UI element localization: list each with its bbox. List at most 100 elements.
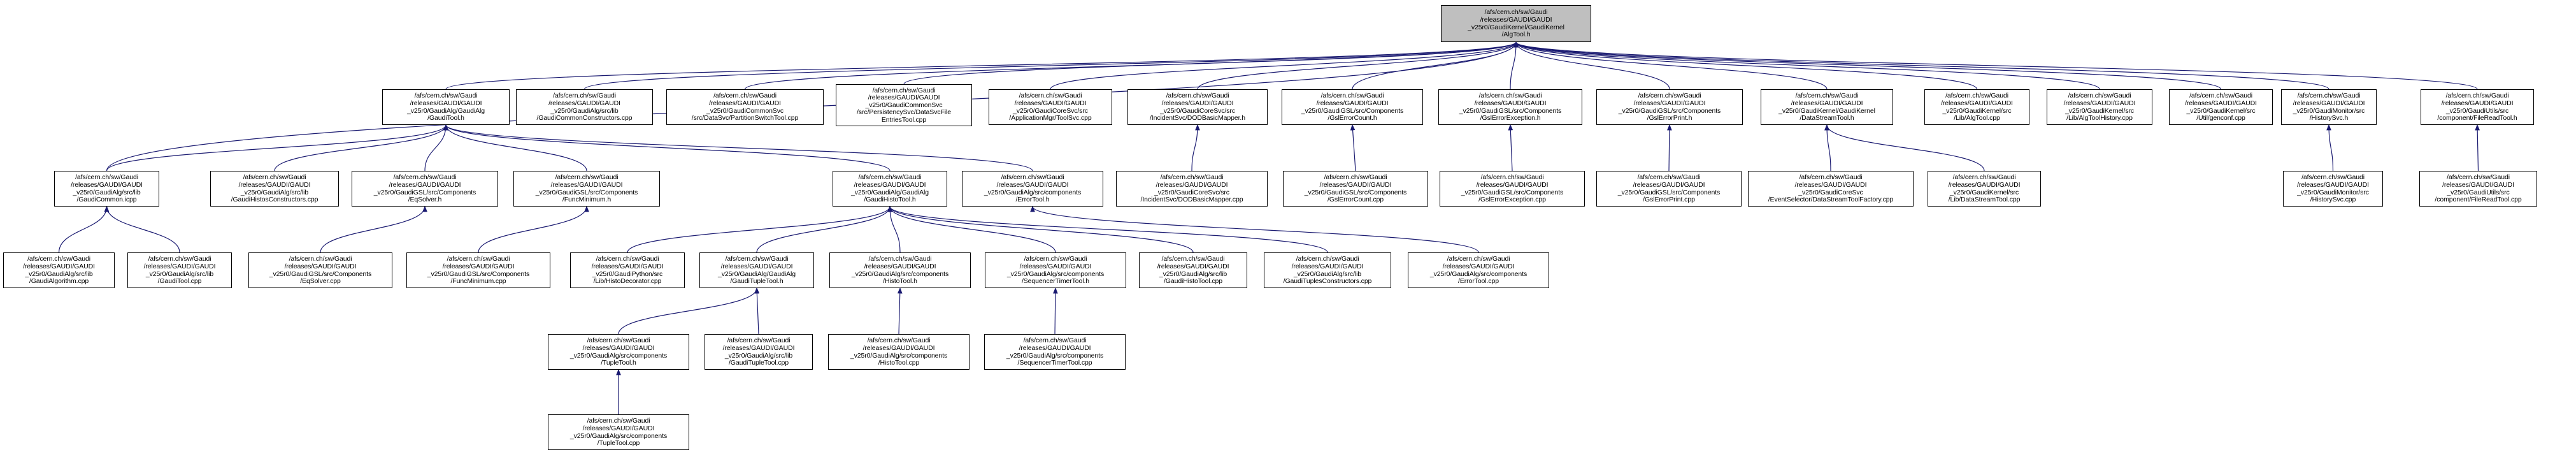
graph-node[interactable]: /afs/cern.ch/sw/Gaudi /releases/GAUDI/GA… (3, 252, 115, 288)
graph-edge (478, 205, 589, 253)
graph-node[interactable]: /afs/cern.ch/sw/Gaudi /releases/GAUDI/GA… (1596, 89, 1743, 125)
graph-node[interactable]: /afs/cern.ch/sw/Gaudi /releases/GAUDI/GA… (1127, 89, 1268, 125)
graph-node-label: /afs/cern.ch/sw/Gaudi /releases/GAUDI/GA… (1468, 8, 1564, 39)
graph-node-label: /afs/cern.ch/sw/Gaudi /releases/GAUDI/GA… (1461, 173, 1564, 204)
graph-node[interactable]: /afs/cern.ch/sw/Gaudi /releases/GAUDI/GA… (516, 89, 653, 125)
graph-node[interactable]: /afs/cern.ch/sw/Gaudi /releases/GAUDI/GA… (513, 171, 660, 207)
graph-node-label: /afs/cern.ch/sw/Gaudi /releases/GAUDI/GA… (23, 255, 95, 286)
graph-node-label: /afs/cern.ch/sw/Gaudi /releases/GAUDI/GA… (2185, 92, 2257, 122)
graph-node[interactable]: /afs/cern.ch/sw/Gaudi /releases/GAUDI/GA… (1283, 171, 1428, 207)
graph-node[interactable]: /afs/cern.ch/sw/Gaudi /releases/GAUDI/GA… (2169, 89, 2273, 125)
graph-edge (58, 205, 110, 253)
graph-node[interactable]: /afs/cern.ch/sw/Gaudi /releases/GAUDI/GA… (836, 84, 972, 126)
graph-node[interactable]: /afs/cern.ch/sw/Gaudi /releases/GAUDI/GA… (127, 252, 232, 288)
graph-node-label: /afs/cern.ch/sw/Gaudi /releases/GAUDI/GA… (1941, 92, 2013, 122)
graph-node-label: /afs/cern.ch/sw/Gaudi /releases/GAUDI/GA… (722, 337, 795, 367)
graph-node[interactable]: /afs/cern.ch/sw/Gaudi /releases/GAUDI/GA… (699, 252, 814, 288)
graph-node[interactable]: /afs/cern.ch/sw/Gaudi /releases/GAUDI/GA… (962, 171, 1103, 207)
graph-edge (104, 205, 180, 253)
graph-node[interactable]: /afs/cern.ch/sw/Gaudi /releases/GAUDI/GA… (1438, 89, 1582, 125)
graph-node[interactable]: /afs/cern.ch/sw/Gaudi /releases/GAUDI/GA… (1139, 252, 1247, 288)
graph-node[interactable]: /afs/cern.ch/sw/Gaudi /releases/GAUDI/GA… (2283, 171, 2383, 207)
graph-node[interactable]: /afs/cern.ch/sw/Gaudi /releases/GAUDI/GA… (54, 171, 159, 207)
graph-node-label: /afs/cern.ch/sw/Gaudi /releases/GAUDI/GA… (143, 255, 216, 286)
graph-node[interactable]: /afs/cern.ch/sw/Gaudi /releases/GAUDI/GA… (548, 334, 689, 370)
graph-edge (1513, 41, 1670, 90)
graph-edge (445, 41, 1519, 90)
graph-edge (1197, 41, 1519, 90)
graph-node[interactable]: /afs/cern.ch/sw/Gaudi /releases/GAUDI/GA… (2281, 89, 2377, 125)
graph-node-label: /afs/cern.ch/sw/Gaudi /releases/GAUDI/GA… (269, 255, 372, 286)
graph-edge (1667, 124, 1672, 171)
graph-node[interactable]: /afs/cern.ch/sw/Gaudi /releases/GAUDI/GA… (352, 171, 498, 207)
graph-edge (1191, 124, 1200, 171)
graph-node[interactable]: /afs/cern.ch/sw/Gaudi /releases/GAUDI/GA… (2047, 89, 2152, 125)
graph-node[interactable]: /afs/cern.ch/sw/Gaudi /releases/GAUDI/GA… (248, 252, 392, 288)
graph-node[interactable]: /afs/cern.ch/sw/Gaudi /releases/GAUDI/GA… (666, 89, 824, 125)
graph-node-label: /afs/cern.ch/sw/Gaudi /releases/GAUDI/GA… (1768, 173, 1894, 204)
graph-node-label: /afs/cern.ch/sw/Gaudi /releases/GAUDI/GA… (569, 337, 668, 367)
graph-node-root[interactable]: /afs/cern.ch/sw/Gaudi /releases/GAUDI/GA… (1441, 5, 1591, 42)
graph-node[interactable]: /afs/cern.ch/sw/Gaudi /releases/GAUDI/GA… (1264, 252, 1391, 288)
graph-node[interactable]: /afs/cern.ch/sw/Gaudi /releases/GAUDI/GA… (985, 252, 1126, 288)
graph-edge (1824, 124, 1985, 171)
graph-node[interactable]: /afs/cern.ch/sw/Gaudi /releases/GAUDI/GA… (1116, 171, 1268, 207)
graph-node[interactable]: /afs/cern.ch/sw/Gaudi /releases/GAUDI/GA… (1748, 171, 1914, 207)
graph-node-label: /afs/cern.ch/sw/Gaudi /releases/GAUDI/GA… (1618, 92, 1721, 122)
graph-node[interactable]: /afs/cern.ch/sw/Gaudi /releases/GAUDI/GA… (406, 252, 550, 288)
graph-edge (2475, 124, 2480, 171)
graph-edge (1510, 41, 1519, 90)
graph-node[interactable]: /afs/cern.ch/sw/Gaudi /releases/GAUDI/GA… (548, 414, 689, 450)
graph-edge (1513, 41, 2329, 90)
graph-node-label: /afs/cern.ch/sw/Gaudi /releases/GAUDI/GA… (1157, 255, 1229, 286)
graph-edge (1030, 205, 1479, 253)
graph-node[interactable]: /afs/cern.ch/sw/Gaudi /releases/GAUDI/GA… (2419, 171, 2537, 207)
graph-node[interactable]: /afs/cern.ch/sw/Gaudi /releases/GAUDI/GA… (2421, 89, 2534, 125)
graph-edge (1513, 41, 2222, 90)
graph-edge (106, 124, 448, 171)
graph-node-label: /afs/cern.ch/sw/Gaudi /releases/GAUDI/GA… (407, 92, 485, 122)
graph-node-label: /afs/cern.ch/sw/Gaudi /releases/GAUDI/GA… (535, 173, 638, 204)
graph-node-label: /afs/cern.ch/sw/Gaudi /releases/GAUDI/GA… (2435, 173, 2522, 204)
graph-node[interactable]: /afs/cern.ch/sw/Gaudi /releases/GAUDI/GA… (210, 171, 339, 207)
graph-edge (887, 205, 1328, 253)
graph-node[interactable]: /afs/cern.ch/sw/Gaudi /releases/GAUDI/GA… (1928, 171, 2041, 207)
graph-node[interactable]: /afs/cern.ch/sw/Gaudi /releases/GAUDI/GA… (829, 252, 971, 288)
graph-node[interactable]: /afs/cern.ch/sw/Gaudi /releases/GAUDI/GA… (989, 89, 1112, 125)
graph-edge (887, 205, 1056, 253)
graph-node-label: /afs/cern.ch/sw/Gaudi /releases/GAUDI/GA… (569, 417, 668, 448)
graph-node-label: /afs/cern.ch/sw/Gaudi /releases/GAUDI/GA… (2293, 92, 2365, 122)
graph-node-label: /afs/cern.ch/sw/Gaudi /releases/GAUDI/GA… (984, 173, 1082, 204)
graph-edge (744, 41, 1519, 90)
graph-edge (424, 124, 448, 171)
graph-node[interactable]: /afs/cern.ch/sw/Gaudi /releases/GAUDI/GA… (382, 89, 510, 125)
graph-node-label: /afs/cern.ch/sw/Gaudi /releases/GAUDI/GA… (1009, 92, 1092, 122)
graph-node-label: /afs/cern.ch/sw/Gaudi /releases/GAUDI/GA… (851, 255, 949, 286)
graph-edge (1513, 41, 2478, 90)
graph-node[interactable]: /afs/cern.ch/sw/Gaudi /releases/GAUDI/GA… (1761, 89, 1893, 125)
graph-node[interactable]: /afs/cern.ch/sw/Gaudi /releases/GAUDI/GA… (1282, 89, 1423, 125)
graph-node[interactable]: /afs/cern.ch/sw/Gaudi /releases/GAUDI/GA… (1596, 171, 1742, 207)
graph-node[interactable]: /afs/cern.ch/sw/Gaudi /releases/GAUDI/GA… (1440, 171, 1585, 207)
graph-edge (1513, 41, 1978, 90)
graph-node-label: /afs/cern.ch/sw/Gaudi /releases/GAUDI/GA… (1948, 173, 2021, 204)
graph-edge (583, 41, 1519, 90)
graph-node-label: /afs/cern.ch/sw/Gaudi /releases/GAUDI/GA… (536, 92, 633, 122)
graph-node-label: /afs/cern.ch/sw/Gaudi /releases/GAUDI/GA… (1617, 173, 1721, 204)
graph-node-label: /afs/cern.ch/sw/Gaudi /releases/GAUDI/GA… (1006, 255, 1105, 286)
graph-node[interactable]: /afs/cern.ch/sw/Gaudi /releases/GAUDI/GA… (833, 171, 947, 207)
graph-node-label: /afs/cern.ch/sw/Gaudi /releases/GAUDI/GA… (2437, 92, 2517, 122)
graph-edge (887, 205, 901, 253)
graph-node[interactable]: /afs/cern.ch/sw/Gaudi /releases/GAUDI/GA… (1408, 252, 1549, 288)
graph-node-label: /afs/cern.ch/sw/Gaudi /releases/GAUDI/GA… (1140, 173, 1243, 204)
graph-edge (887, 205, 1194, 253)
graph-node-label: /afs/cern.ch/sw/Gaudi /releases/GAUDI/GA… (2297, 173, 2369, 204)
graph-node[interactable]: /afs/cern.ch/sw/Gaudi /releases/GAUDI/GA… (705, 334, 813, 370)
graph-edge (1513, 41, 1828, 90)
graph-node[interactable]: /afs/cern.ch/sw/Gaudi /releases/GAUDI/GA… (828, 334, 970, 370)
graph-node[interactable]: /afs/cern.ch/sw/Gaudi /releases/GAUDI/GA… (984, 334, 1126, 370)
graph-node[interactable]: /afs/cern.ch/sw/Gaudi /releases/GAUDI/GA… (570, 252, 685, 288)
graph-edge (1824, 124, 1831, 171)
graph-node[interactable]: /afs/cern.ch/sw/Gaudi /releases/GAUDI/GA… (1924, 89, 2029, 125)
